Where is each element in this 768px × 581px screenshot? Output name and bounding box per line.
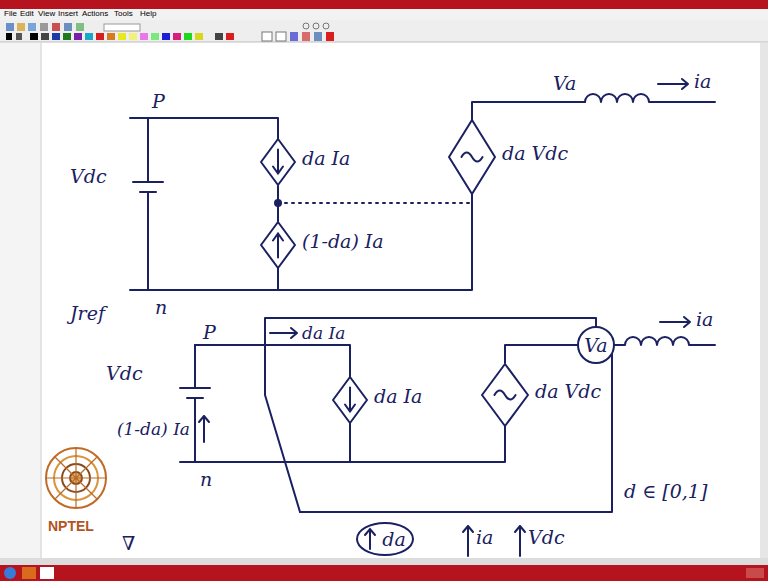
wire — [147, 118, 149, 182]
circle-outline — [578, 327, 614, 363]
toolbar — [0, 20, 768, 42]
node-outline — [332, 376, 368, 424]
toolbar-icons — [6, 23, 334, 41]
dotted-link — [278, 202, 472, 204]
handwritten-label: d ∈ [0,1] — [624, 480, 707, 502]
circuit-top — [130, 79, 715, 290]
source-symbol — [494, 391, 515, 400]
battery-plate — [133, 181, 163, 183]
input-arrow — [515, 526, 525, 556]
page-edge — [41, 43, 42, 558]
nptel-logo — [46, 448, 106, 508]
diamond-outline — [261, 139, 295, 185]
handwritten-label: ia — [694, 70, 711, 92]
input-arrow — [463, 526, 473, 556]
voltage-source: da Vdc — [481, 363, 529, 427]
menu-item: File — [4, 9, 17, 19]
source-label: da — [382, 528, 406, 550]
wire — [194, 345, 196, 388]
current-source: (1-da) Ia — [260, 221, 296, 269]
node-outline — [260, 138, 296, 186]
menu-item: Actions — [82, 9, 108, 19]
wire — [147, 192, 149, 290]
wire — [130, 118, 278, 162]
current-arrow — [658, 79, 688, 89]
node-outline — [260, 221, 296, 269]
handwritten-label: P — [203, 321, 216, 343]
handwritten-label: ia — [476, 526, 493, 548]
status-strip — [0, 558, 768, 565]
voltage-source: da Vdc — [448, 119, 496, 195]
handwritten-label: Vdc — [70, 165, 107, 187]
title-bar — [0, 0, 768, 9]
inductor-symbol — [612, 337, 715, 345]
diamond-outline — [482, 364, 528, 426]
source-symbol — [345, 388, 355, 412]
wire — [194, 398, 196, 462]
taskbar-icons — [4, 567, 764, 579]
current-arrow — [660, 317, 690, 327]
source-label: da Ia — [374, 385, 422, 407]
handwritten-label: da Ia — [302, 322, 345, 344]
current-arrow — [199, 416, 209, 442]
wire — [130, 157, 472, 290]
handwritten-label: (1-da) Ia — [117, 418, 190, 440]
handwritten-label: n — [155, 296, 167, 318]
diamond-outline — [261, 222, 295, 268]
source-symbol — [461, 153, 482, 162]
source-label: Va — [584, 334, 607, 356]
source-symbol — [273, 150, 283, 174]
page-margin-left — [0, 43, 40, 558]
handwritten-label: P — [152, 90, 165, 112]
circled-quantity: Va — [577, 326, 615, 364]
handwritten-label: Jref — [70, 302, 105, 324]
taskbar — [0, 565, 768, 581]
menu-item: Help — [140, 9, 156, 19]
handwritten-label: Va — [553, 72, 576, 94]
diamond-outline — [333, 377, 367, 423]
handwritten-label: n — [200, 468, 212, 490]
circuit-bottom — [180, 317, 715, 556]
logo-text: NPTEL — [48, 518, 94, 534]
current-source: da Ia — [332, 376, 368, 424]
wire — [195, 345, 350, 400]
wire-connector — [505, 345, 577, 363]
battery-plate — [180, 387, 210, 389]
menu-bar — [0, 9, 768, 20]
source-label: da Vdc — [502, 142, 568, 164]
handwritten-label: ia — [696, 308, 713, 330]
diamond-outline — [449, 120, 495, 194]
source-label: da Ia — [302, 147, 350, 169]
circled-quantity: da — [356, 522, 414, 556]
circle-outline — [357, 523, 413, 555]
wire-connector — [277, 186, 279, 221]
current-arrow — [270, 328, 297, 338]
loop-wire — [265, 318, 596, 512]
source-label: (1-da) Ia — [302, 230, 384, 252]
handwritten-label: Vdc — [528, 526, 565, 548]
page-margin-right — [760, 43, 768, 558]
source-label: da Vdc — [535, 380, 601, 402]
current-source: da Ia — [260, 138, 296, 186]
node-outline — [481, 363, 529, 427]
menu-item: Edit — [20, 9, 34, 19]
menu-item: View — [38, 9, 55, 19]
menu-item: Insert — [58, 9, 78, 19]
up-arrow — [365, 529, 375, 549]
handwritten-label: Vdc — [106, 362, 143, 384]
inductor-symbol — [585, 94, 715, 102]
node-outline — [448, 119, 496, 195]
loop-wire — [300, 345, 612, 512]
handwritten-label: ∇ — [122, 532, 135, 554]
toolbar-divider — [0, 42, 768, 43]
source-symbol — [273, 233, 283, 257]
menu-item: Tools — [114, 9, 133, 19]
